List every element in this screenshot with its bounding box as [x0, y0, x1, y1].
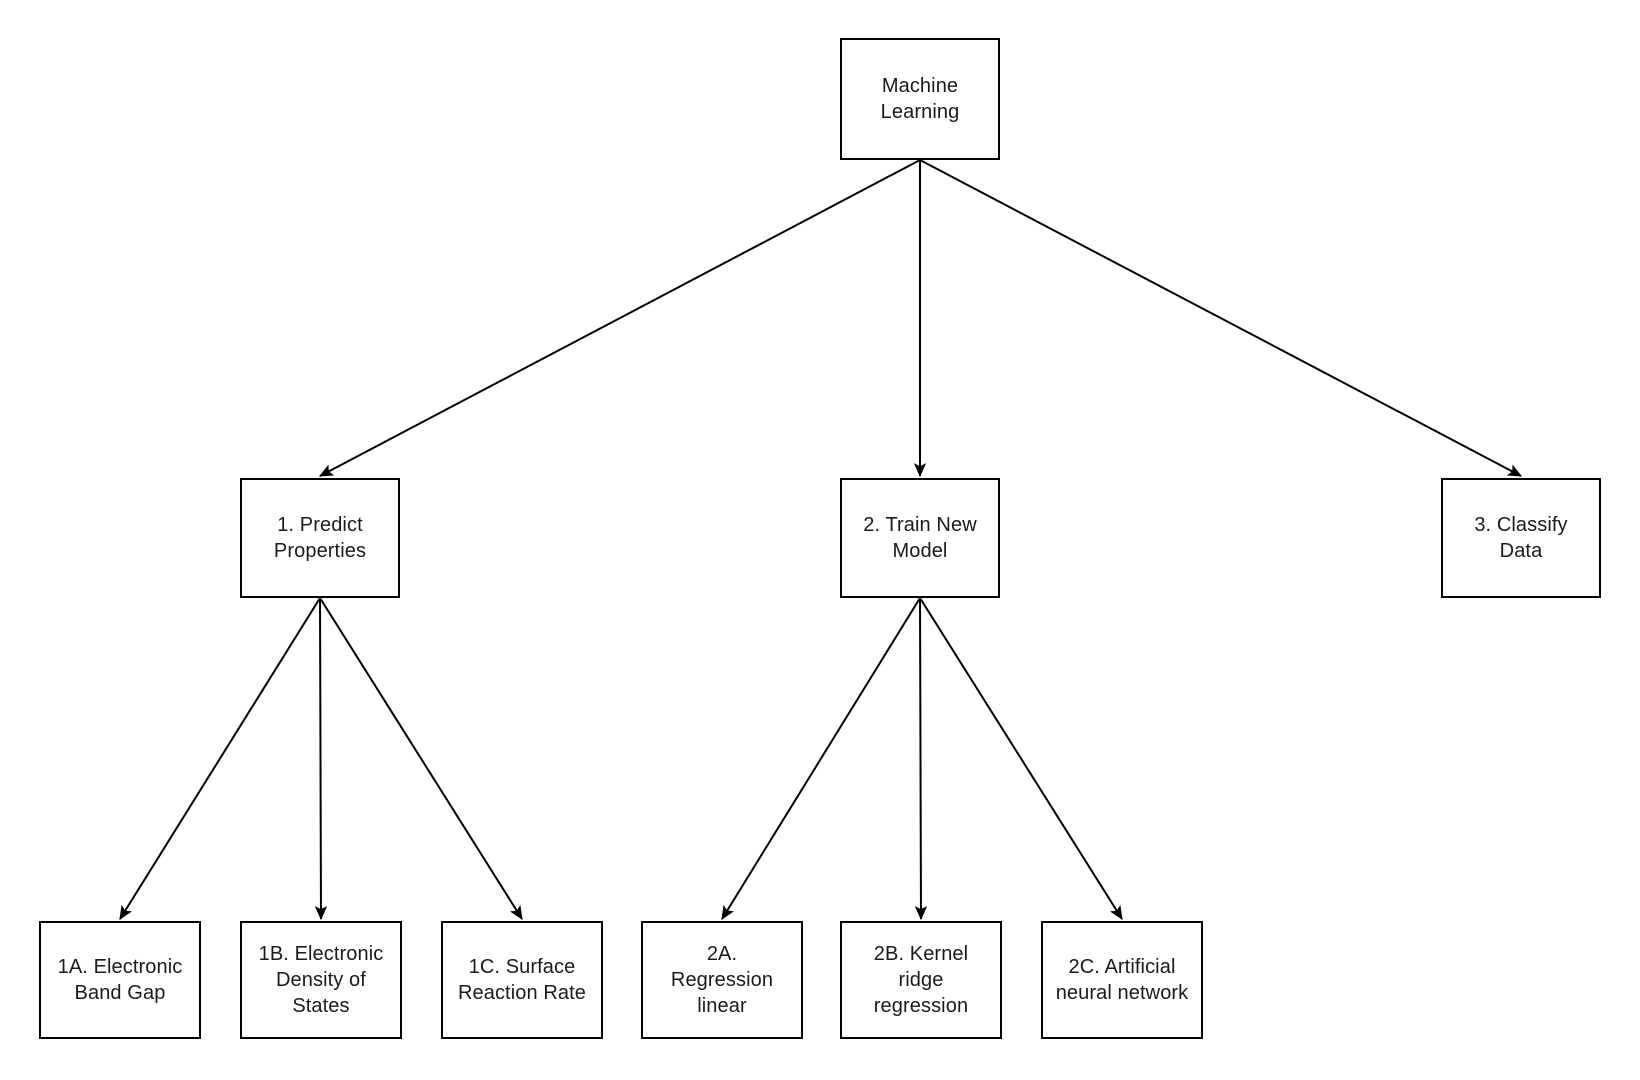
edge-n1-to-n1c	[319, 597, 523, 920]
node-n1c[interactable]: 1C. Surface Reaction Rate	[441, 921, 603, 1039]
edge-n1-to-n1b	[314, 597, 328, 921]
edge-n2-to-n2c	[919, 597, 1123, 920]
node-n2c[interactable]: 2C. Artificial neural network	[1041, 921, 1203, 1039]
node-n2[interactable]: 2. Train New Model	[840, 478, 1000, 598]
node-n2a[interactable]: 2A. Regression linear	[641, 921, 803, 1039]
node-n1b[interactable]: 1B. Electronic Density of States	[240, 921, 402, 1039]
node-label-n2a: 2A. Regression linear	[670, 943, 774, 1017]
node-n1a[interactable]: 1A. Electronic Band Gap	[39, 921, 201, 1039]
edge-n2-to-n2b	[914, 597, 928, 921]
node-root[interactable]: Machine Learning	[840, 38, 1000, 160]
node-label-n3: 3. Classify Data	[1474, 514, 1568, 562]
node-n2b[interactable]: 2B. Kernel ridge regression	[840, 921, 1002, 1039]
node-label-n1: 1. Predict Properties	[273, 514, 367, 562]
edge-root-to-n1	[319, 159, 921, 477]
node-label-n2b: 2B. Kernel ridge regression	[873, 943, 969, 1017]
node-label-n2c: 2C. Artificial neural network	[1055, 956, 1189, 1004]
node-label-n1b: 1B. Electronic Density of States	[258, 943, 384, 1017]
node-label-n1c: 1C. Surface Reaction Rate	[457, 956, 587, 1004]
edge-n2-to-n2a	[721, 597, 921, 920]
edge-root-to-n3	[919, 159, 1522, 477]
node-n3[interactable]: 3. Classify Data	[1441, 478, 1601, 598]
node-label-root: Machine Learning	[880, 75, 960, 123]
edge-n1-to-n1a	[119, 597, 321, 920]
node-n1[interactable]: 1. Predict Properties	[240, 478, 400, 598]
node-label-n1a: 1A. Electronic Band Gap	[57, 956, 183, 1004]
node-label-n2: 2. Train New Model	[863, 514, 977, 562]
